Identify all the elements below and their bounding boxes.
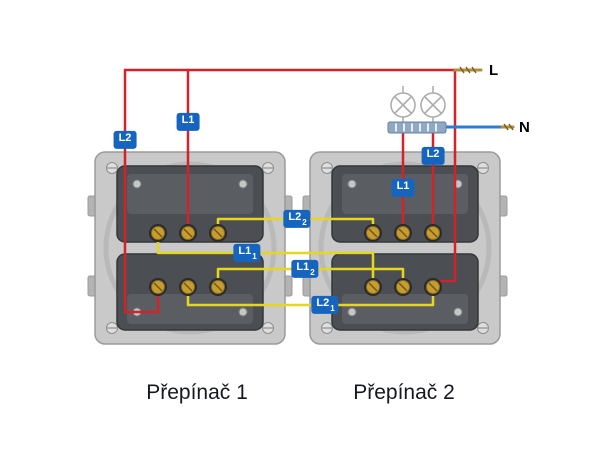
wire-label-l2-2: L22 bbox=[283, 209, 311, 229]
lamp-2-icon bbox=[420, 86, 446, 123]
l2-feed-switch1-wire bbox=[123, 68, 160, 314]
wire-label-l2-1: L21 bbox=[311, 295, 339, 315]
wire-label-l1-switch2: L1 bbox=[391, 178, 415, 198]
lamp-terminal-block bbox=[387, 121, 447, 134]
lamp-1-icon bbox=[390, 86, 416, 123]
lamp-icons bbox=[387, 86, 447, 134]
wire-label-l1-switch1: L1 bbox=[176, 112, 200, 132]
label-line-l: L bbox=[489, 62, 499, 79]
wire-tip-ticks bbox=[459, 66, 514, 131]
label-neutral-n: N bbox=[519, 119, 530, 136]
wire-label-l2-switch1: L2 bbox=[113, 130, 137, 150]
caption-switch-2: Přepínač 2 bbox=[353, 381, 455, 404]
caption-switch-1: Přepínač 1 bbox=[146, 381, 248, 404]
wire-label-l1-2: L12 bbox=[291, 259, 319, 279]
switch-1-mechanism bbox=[88, 152, 292, 344]
wire-label-l1-1: L11 bbox=[233, 243, 261, 263]
l-feed-switch2-wire bbox=[434, 68, 457, 283]
wire-label-l2-switch2: L2 bbox=[421, 146, 445, 166]
bare-wire-tips bbox=[453, 68, 515, 129]
